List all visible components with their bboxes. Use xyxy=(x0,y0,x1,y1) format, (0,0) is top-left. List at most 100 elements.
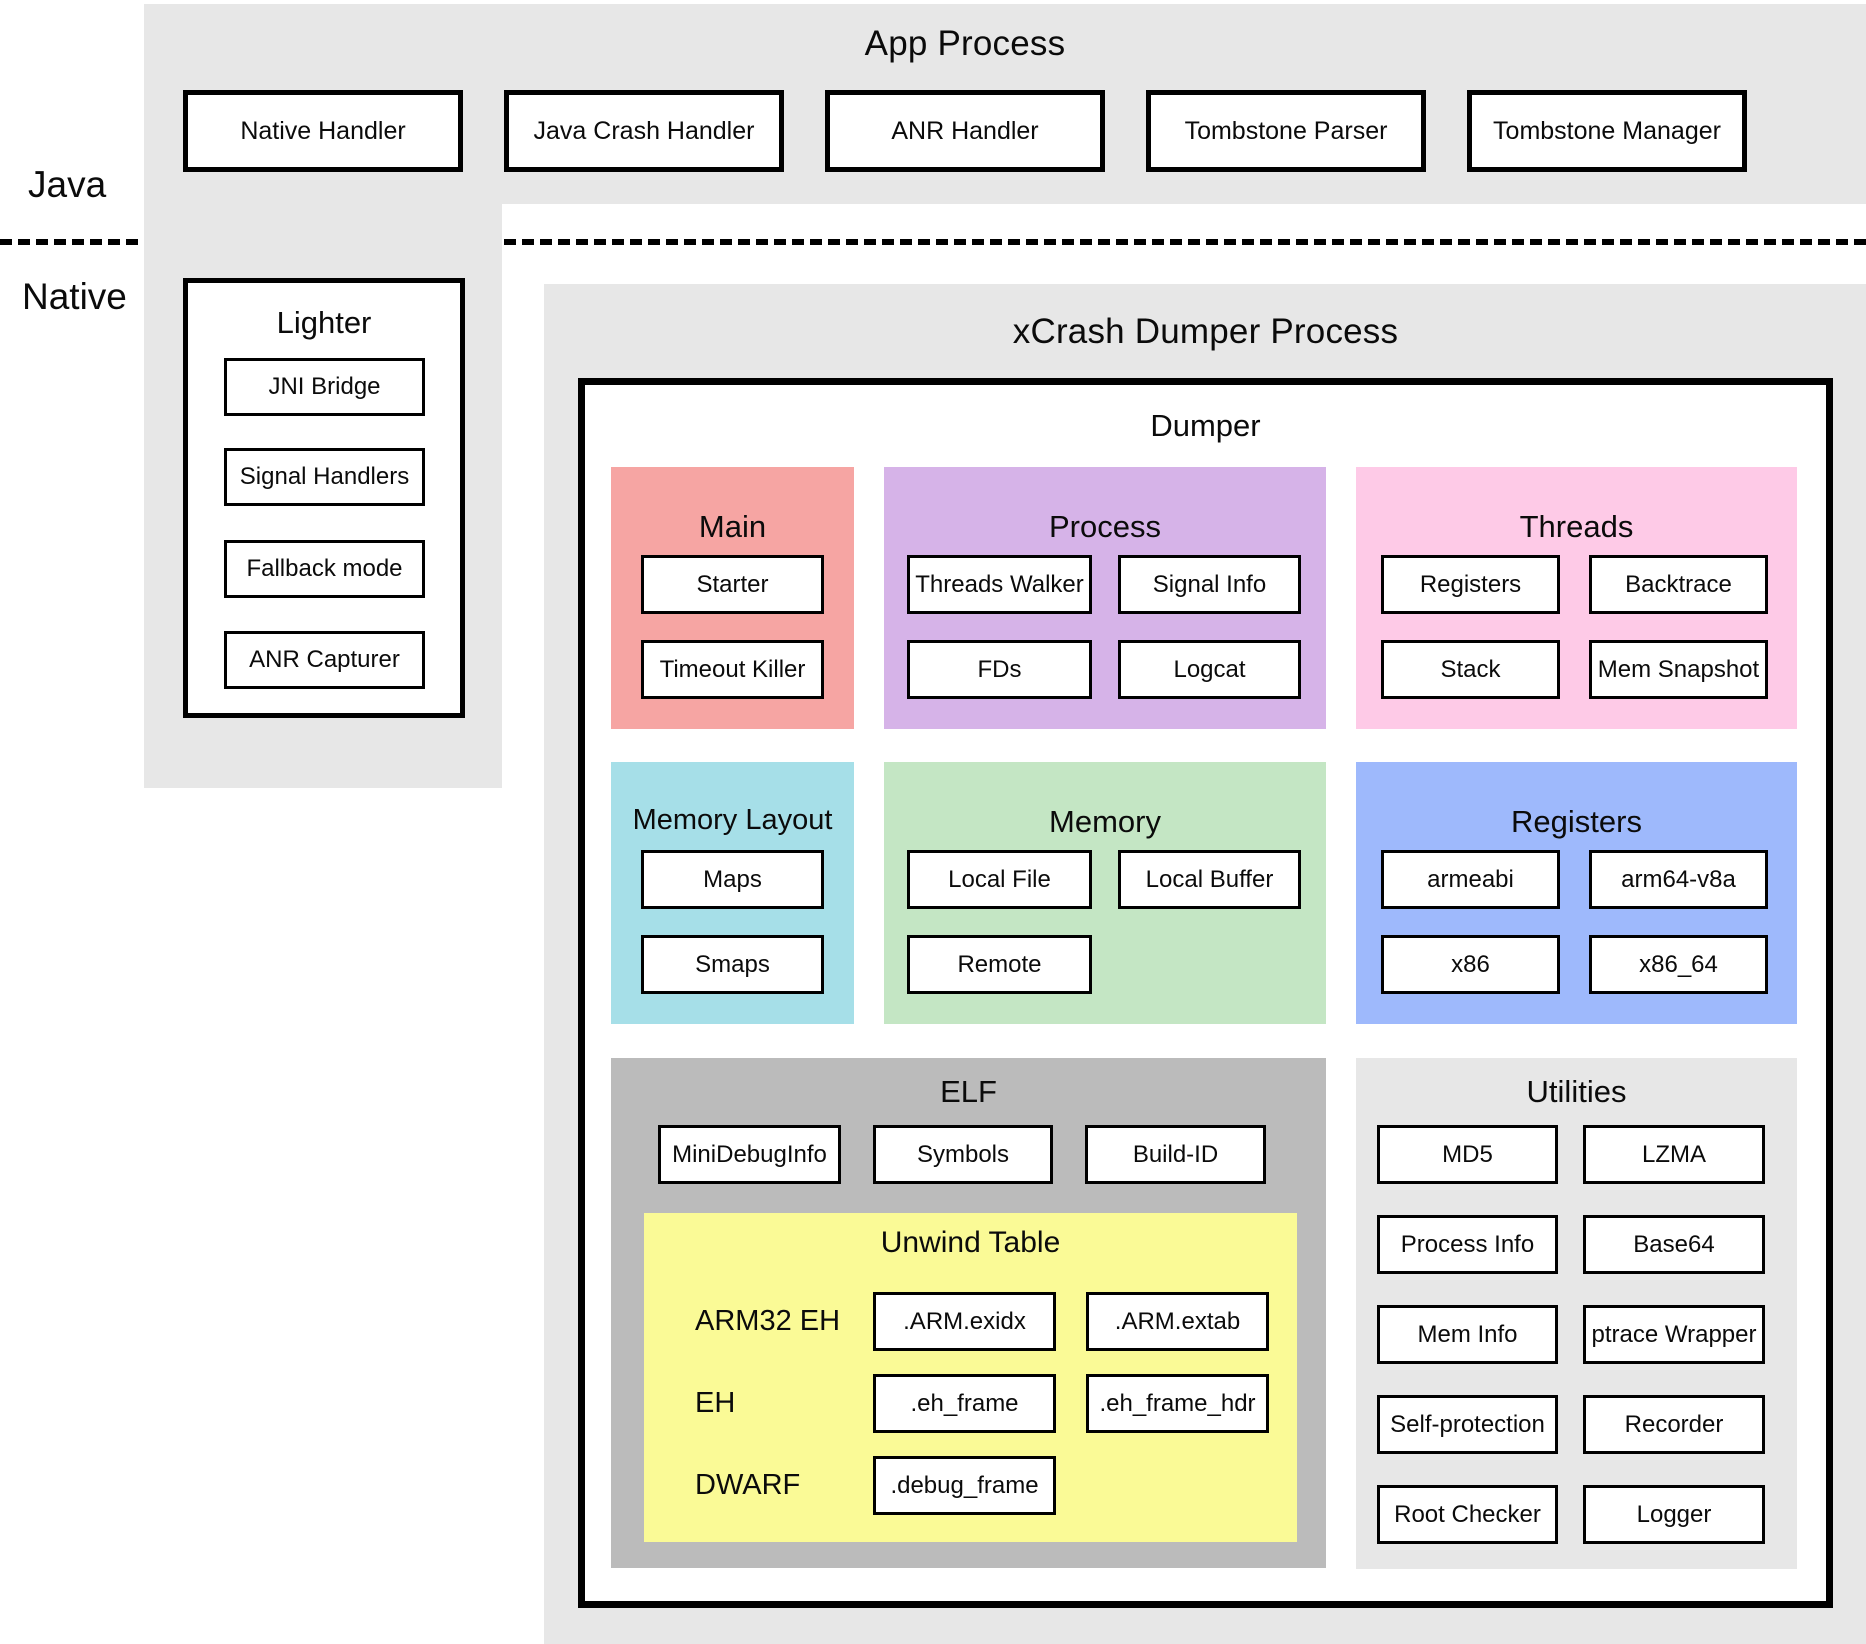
fds-box: FDs xyxy=(907,640,1092,699)
native-handler-box: Native Handler xyxy=(183,90,463,172)
jni-bridge-label: JNI Bridge xyxy=(268,373,381,400)
lighter-title: Lighter xyxy=(276,305,372,340)
x86-64-label: x86_64 xyxy=(1639,950,1718,978)
build-id-label: Build-ID xyxy=(1132,1140,1219,1168)
maps-label: Maps xyxy=(703,865,762,893)
arm-extab-box: .ARM.extab xyxy=(1086,1292,1269,1351)
tombstone-parser-box: Tombstone Parser xyxy=(1146,90,1426,172)
remote-box: Remote xyxy=(907,935,1092,994)
anr-capturer-box: ANR Capturer xyxy=(224,631,425,689)
minidebuginfo-label: MiniDebugInfo xyxy=(672,1140,827,1168)
logger-label: Logger xyxy=(1636,1500,1712,1528)
eh-frame-hdr-box: .eh_frame_hdr xyxy=(1086,1374,1269,1433)
utilities-section-title: Utilities xyxy=(1526,1074,1627,1109)
build-id-box: Build-ID xyxy=(1085,1125,1266,1184)
armeabi-label: armeabi xyxy=(1427,865,1514,893)
java-side-label: Java xyxy=(28,164,107,205)
local-buffer-box: Local Buffer xyxy=(1118,850,1301,909)
logcat-box: Logcat xyxy=(1118,640,1301,699)
smaps-label: Smaps xyxy=(695,950,770,978)
memory-layout-section: Memory Layout Maps Smaps xyxy=(611,762,854,1024)
arm-exidx-box: .ARM.exidx xyxy=(873,1292,1056,1351)
ptrace-wrapper-box: ptrace Wrapper xyxy=(1583,1305,1765,1364)
eh-row-label: EH xyxy=(695,1387,736,1419)
starter-box: Starter xyxy=(641,555,824,614)
process-section-title: Process xyxy=(1049,509,1161,544)
backtrace-box: Backtrace xyxy=(1589,555,1768,614)
tombstone-parser-label: Tombstone Parser xyxy=(1184,116,1388,145)
local-file-box: Local File xyxy=(907,850,1092,909)
x86-64-box: x86_64 xyxy=(1589,935,1768,994)
arm-extab-label: .ARM.extab xyxy=(1114,1307,1241,1335)
self-protection-box: Self-protection xyxy=(1377,1395,1558,1454)
process-section: Process Threads Walker Signal Info FDs L… xyxy=(884,467,1326,729)
base64-label: Base64 xyxy=(1633,1230,1715,1258)
fds-label: FDs xyxy=(977,655,1022,683)
logger-box: Logger xyxy=(1583,1485,1765,1544)
ptrace-wrapper-label: ptrace Wrapper xyxy=(1591,1320,1757,1348)
minidebuginfo-box: MiniDebugInfo xyxy=(658,1125,841,1184)
remote-label: Remote xyxy=(957,950,1042,978)
debug-frame-label: .debug_frame xyxy=(890,1471,1039,1499)
mem-info-box: Mem Info xyxy=(1377,1305,1558,1364)
logcat-label: Logcat xyxy=(1173,655,1246,683)
native-handler-label: Native Handler xyxy=(240,116,406,145)
root-checker-box: Root Checker xyxy=(1377,1485,1558,1544)
eh-frame-label: .eh_frame xyxy=(910,1389,1019,1417)
elf-section: ELF MiniDebugInfo Symbols Build-ID Unwin… xyxy=(611,1058,1326,1568)
registers-section-title: Registers xyxy=(1511,804,1642,839)
local-file-label: Local File xyxy=(948,865,1051,893)
timeout-killer-box: Timeout Killer xyxy=(641,640,824,699)
lzma-box: LZMA xyxy=(1583,1125,1765,1184)
unwind-table: Unwind Table ARM32 EH .ARM.exidx .ARM.ex… xyxy=(644,1213,1297,1542)
main-section-title: Main xyxy=(698,509,767,544)
starter-label: Starter xyxy=(696,570,769,598)
memory-section-title: Memory xyxy=(1049,804,1161,839)
registers-label: Registers xyxy=(1419,570,1522,598)
utilities-section: Utilities MD5 LZMA Process Info Base64 M… xyxy=(1356,1058,1797,1569)
memory-section: Memory Local File Local Buffer Remote xyxy=(884,762,1326,1024)
arm64-v8a-box: arm64-v8a xyxy=(1589,850,1768,909)
threads-walker-label: Threads Walker xyxy=(915,570,1084,598)
process-info-box: Process Info xyxy=(1377,1215,1558,1274)
threads-section: Threads Registers Backtrace Stack Mem Sn… xyxy=(1356,467,1797,729)
arm32-eh-row-label: ARM32 EH xyxy=(695,1305,841,1337)
backtrace-label: Backtrace xyxy=(1625,570,1732,598)
process-info-label: Process Info xyxy=(1400,1230,1535,1258)
app-process-title: App Process xyxy=(864,24,1066,63)
stack-box: Stack xyxy=(1381,640,1560,699)
anr-capturer-label: ANR Capturer xyxy=(249,646,400,673)
stack-label: Stack xyxy=(1440,655,1501,683)
main-section: Main Starter Timeout Killer xyxy=(611,467,854,729)
dumper-title: Dumper xyxy=(1150,408,1261,443)
x86-box: x86 xyxy=(1381,935,1560,994)
elf-section-title: ELF xyxy=(940,1074,997,1109)
tombstone-manager-box: Tombstone Manager xyxy=(1467,90,1747,172)
signal-handlers-box: Signal Handlers xyxy=(224,448,425,506)
lzma-label: LZMA xyxy=(1641,1140,1706,1168)
signal-info-box: Signal Info xyxy=(1118,555,1301,614)
signal-handlers-label: Signal Handlers xyxy=(239,463,410,490)
jni-bridge-box: JNI Bridge xyxy=(224,358,425,416)
fallback-mode-label: Fallback mode xyxy=(246,555,403,582)
eh-frame-hdr-label: .eh_frame_hdr xyxy=(1099,1389,1256,1417)
threads-section-title: Threads xyxy=(1519,509,1634,544)
mem-snapshot-label: Mem Snapshot xyxy=(1597,655,1760,683)
arm-exidx-label: .ARM.exidx xyxy=(903,1307,1026,1335)
lighter-box: Lighter JNI Bridge Signal Handlers Fallb… xyxy=(183,278,465,718)
armeabi-box: armeabi xyxy=(1381,850,1560,909)
mem-info-label: Mem Info xyxy=(1417,1320,1518,1348)
debug-frame-box: .debug_frame xyxy=(873,1456,1056,1515)
x86-label: x86 xyxy=(1451,950,1490,978)
java-crash-handler-label: Java Crash Handler xyxy=(533,116,755,145)
recorder-box: Recorder xyxy=(1583,1395,1765,1454)
eh-frame-box: .eh_frame xyxy=(873,1374,1056,1433)
arm64-v8a-label: arm64-v8a xyxy=(1621,865,1736,893)
dwarf-row-label: DWARF xyxy=(695,1469,801,1501)
maps-box: Maps xyxy=(641,850,824,909)
recorder-label: Recorder xyxy=(1624,1410,1724,1438)
smaps-box: Smaps xyxy=(641,935,824,994)
native-side-label: Native xyxy=(22,276,127,317)
md5-label: MD5 xyxy=(1442,1140,1493,1168)
